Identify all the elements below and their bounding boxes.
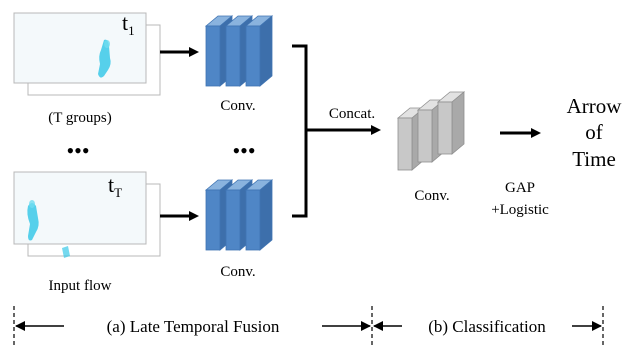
flow-frames-bottom: tT [13,171,161,258]
logistic-label: +Logistic [491,202,549,218]
input-flow-caption: Input flow [49,278,112,294]
conv-block-top [204,15,274,87]
concat-label: Concat. [329,106,375,122]
concat-bracket [292,44,308,218]
output-label-arrow: Arrow [567,94,623,118]
frame-label-tT: tT [108,172,122,200]
conv-label-top: Conv. [220,98,255,114]
frame-label-t1: t1 [122,10,135,38]
flow-frames-top: t1 [13,10,161,96]
output-label-time: Time [572,147,616,171]
section-b-label: (b) Classification [428,317,546,336]
gap-label: GAP [505,180,535,196]
output-label-of: of [585,120,603,144]
ellipsis-convs: ••• [232,138,255,163]
t-groups-caption: (T groups) [48,110,111,126]
conv-label-bottom: Conv. [220,264,255,280]
section-a-label: (a) Late Temporal Fusion [107,317,280,336]
conv-block-bottom [204,179,274,251]
conv-block-classifier [396,91,466,171]
ellipsis-inputs: ••• [66,138,89,163]
classifier-conv-label: Conv. [414,188,449,204]
